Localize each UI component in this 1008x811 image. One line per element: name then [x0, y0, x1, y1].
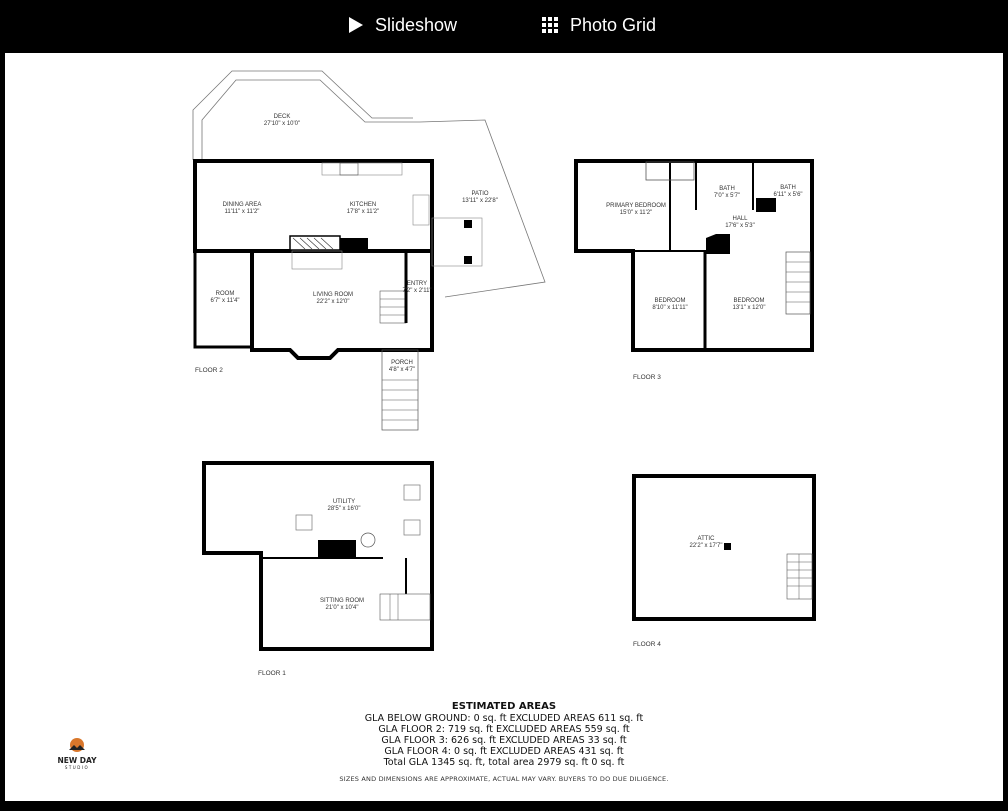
svg-text:UTILITY: UTILITY [333, 499, 355, 505]
area-line: GLA FLOOR 2: 719 sq. ft EXCLUDED AREAS 5… [378, 724, 630, 735]
svg-text:FLOOR 2: FLOOR 2 [195, 367, 223, 374]
svg-text:BEDROOM: BEDROOM [733, 298, 764, 304]
slideshow-label: Slideshow [375, 14, 458, 35]
svg-text:4'8" x 4'7": 4'8" x 4'7" [389, 367, 415, 373]
estimated-areas: ESTIMATED AREAS GLA BELOW GROUND: 0 sq. … [5, 701, 1003, 784]
svg-text:28'5" x 16'0": 28'5" x 16'0" [328, 506, 361, 512]
disclaimer: SIZES AND DIMENSIONS ARE APPROXIMATE, AC… [339, 775, 669, 783]
svg-text:BATH: BATH [780, 185, 796, 191]
svg-text:FLOOR 3: FLOOR 3 [633, 374, 661, 381]
svg-text:22'2" x 17'7": 22'2" x 17'7" [690, 543, 723, 549]
svg-text:BEDROOM: BEDROOM [654, 298, 685, 304]
svg-text:13'11" x 22'8": 13'11" x 22'8" [462, 198, 498, 204]
svg-text:ENTRY: ENTRY [407, 281, 427, 287]
floor-4-plan: ATTIC 22'2" x 17'7" FLOOR 4 [632, 474, 816, 648]
svg-text:8'10" x 11'11": 8'10" x 11'11" [652, 305, 687, 311]
svg-text:HALL: HALL [732, 216, 748, 222]
play-icon [349, 17, 363, 33]
svg-text:17'6" x 5'3": 17'6" x 5'3" [725, 223, 755, 229]
svg-text:6'11" x 5'6": 6'11" x 5'6" [773, 192, 802, 198]
area-line: GLA FLOOR 3: 626 sq. ft EXCLUDED AREAS 3… [381, 735, 627, 746]
top-toolbar: Slideshow Photo Grid [0, 0, 1008, 52]
svg-text:PORCH: PORCH [391, 360, 413, 366]
svg-text:27'10" x 10'0": 27'10" x 10'0" [264, 121, 300, 127]
svg-text:DECK: DECK [274, 114, 291, 120]
svg-text:6'7" x 11'4": 6'7" x 11'4" [210, 298, 239, 304]
svg-text:KITCHEN: KITCHEN [350, 202, 376, 208]
sunrise-logo-icon [69, 738, 85, 752]
area-line: GLA BELOW GROUND: 0 sq. ft EXCLUDED AREA… [364, 713, 644, 724]
estimated-areas-title: ESTIMATED AREAS [451, 701, 557, 712]
floor-1-plan: UTILITY 28'5" x 16'0" SITTING ROOM 21'0"… [202, 461, 434, 677]
floorplan-image: DECK 27'10" x 10'0" DINING AREA 11'11" x… [5, 53, 1003, 801]
new-day-studio-logo: NEW DAY STUDIO [52, 736, 102, 770]
svg-text:FLOOR 4: FLOOR 4 [633, 641, 661, 648]
svg-text:22'2" x 12'0": 22'2" x 12'0" [317, 299, 350, 305]
svg-text:PRIMARY BEDROOM: PRIMARY BEDROOM [606, 203, 666, 209]
svg-text:PATIO: PATIO [471, 191, 488, 197]
svg-text:FLOOR 1: FLOOR 1 [258, 670, 286, 677]
area-line: GLA FLOOR 4: 0 sq. ft EXCLUDED AREAS 431… [384, 746, 624, 757]
photo-grid-button[interactable]: Photo Grid [542, 12, 656, 38]
svg-text:15'0" x 11'2": 15'0" x 11'2" [620, 210, 652, 216]
slideshow-button[interactable]: Slideshow [349, 12, 457, 38]
svg-text:ROOM: ROOM [216, 291, 235, 297]
svg-text:SITTING ROOM: SITTING ROOM [320, 598, 364, 604]
grid-icon [542, 17, 558, 33]
svg-text:11'11" x 11'2": 11'11" x 11'2" [225, 209, 260, 215]
floor-2-plan: DECK 27'10" x 10'0" DINING AREA 11'11" x… [192, 70, 546, 431]
floor-3-plan: PRIMARY BEDROOM 15'0" x 11'2" BATH 7'0" … [574, 159, 814, 381]
svg-text:LIVING ROOM: LIVING ROOM [313, 292, 353, 298]
svg-text:13'1" x 12'0": 13'1" x 12'0" [733, 305, 766, 311]
logo-name: NEW DAY [57, 756, 97, 765]
svg-text:21'0" x 10'4": 21'0" x 10'4" [326, 605, 359, 611]
svg-text:BATH: BATH [719, 186, 735, 192]
svg-text:7'2" x 2'11": 7'2" x 2'11" [402, 288, 431, 294]
svg-text:DINING AREA: DINING AREA [223, 202, 262, 208]
svg-text:17'8" x 11'2": 17'8" x 11'2" [347, 209, 379, 215]
photo-grid-label: Photo Grid [570, 14, 657, 35]
logo-sub: STUDIO [64, 765, 90, 770]
svg-text:7'0" x 5'7": 7'0" x 5'7" [714, 193, 740, 199]
svg-text:ATTIC: ATTIC [698, 536, 716, 542]
area-line: Total GLA 1345 sq. ft, total area 2979 s… [383, 757, 625, 768]
floorplan-drawing: DECK 27'10" x 10'0" DINING AREA 11'11" x… [192, 70, 816, 677]
